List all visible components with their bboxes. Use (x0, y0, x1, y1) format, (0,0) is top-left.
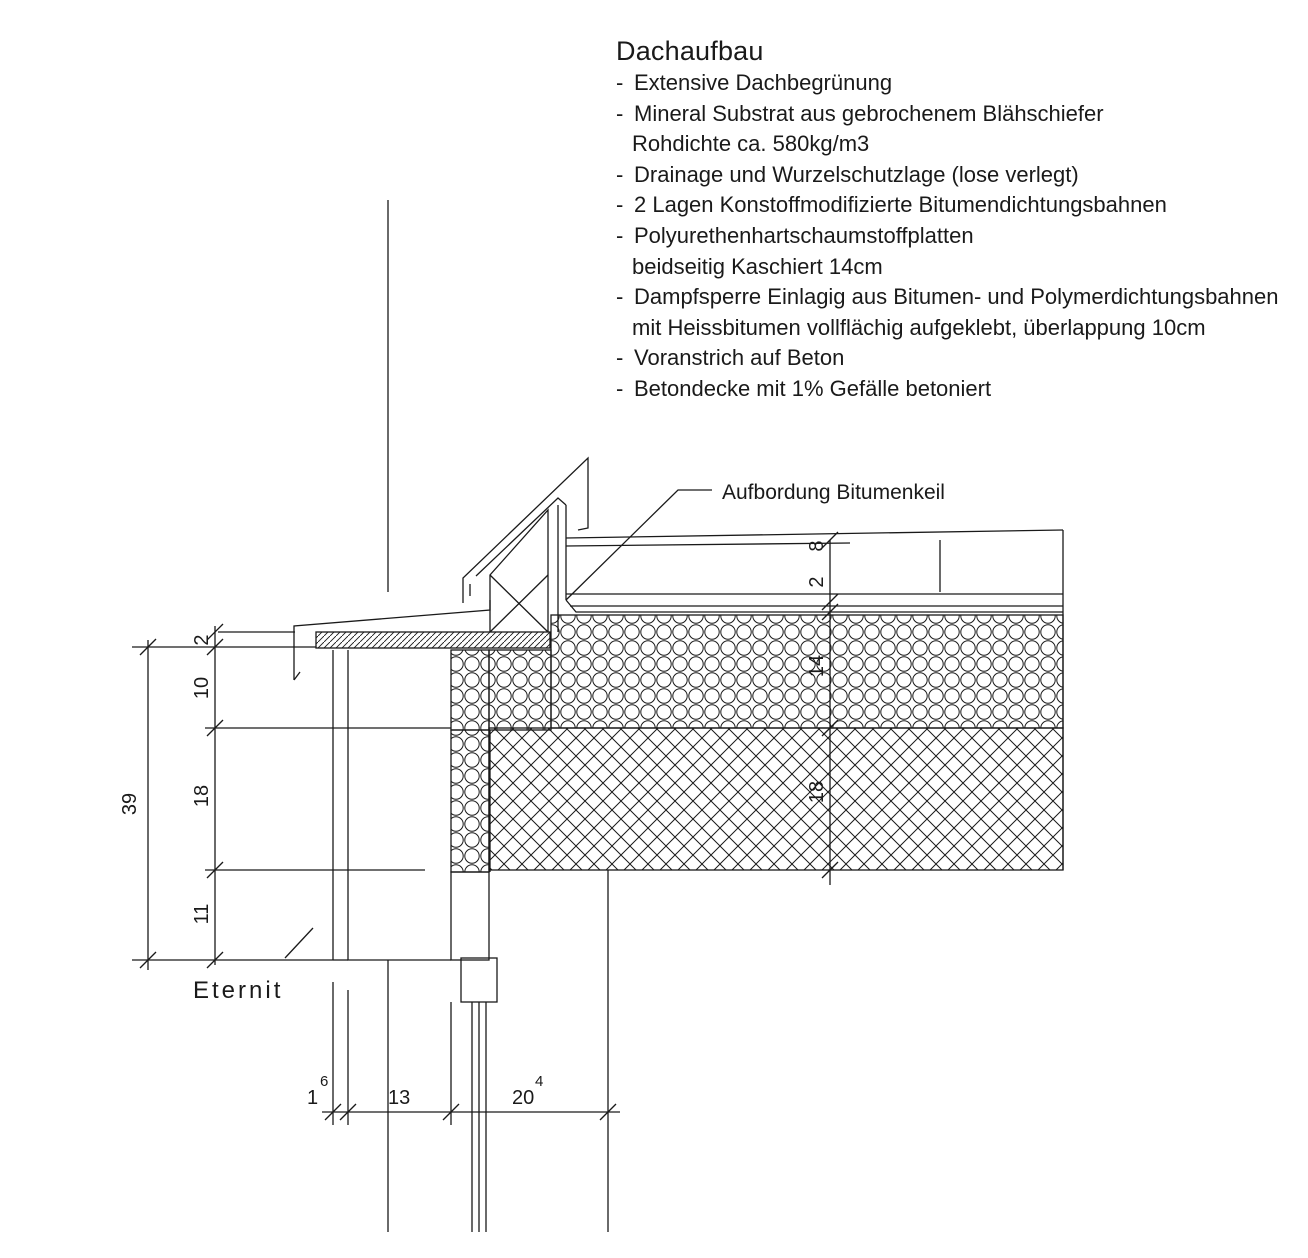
aufbordung-label: Aufbordung Bitumenkeil (722, 481, 945, 504)
dim-left-18: 18 (191, 785, 213, 807)
dim-bottom-20-sup: 4 (535, 1073, 543, 1090)
legend-title: Dachaufbau (616, 36, 764, 66)
legend-item: -Voranstrich auf Beton (616, 345, 845, 371)
insulation-left-lower (450, 729, 490, 873)
legend-item-continuation: mit Heissbitumen vollflächig aufgeklebt,… (632, 314, 1206, 340)
window-frame (450, 871, 490, 961)
legend-item: -2 Lagen Konstoffmodifizierte Bitumendic… (616, 192, 1167, 218)
eternit-cap-board (315, 631, 551, 649)
concrete-slab (488, 727, 1064, 871)
dim-bottom-1: 1 (307, 1087, 318, 1109)
window-head (460, 957, 498, 1003)
dim-right-2: 2 (806, 576, 828, 587)
legend-item: -Polyurethenhartschaumstoffplatten (616, 222, 974, 248)
legend-item-continuation: Rohdichte ca. 580kg/m3 (632, 131, 870, 157)
legend-item: -Extensive Dachbegrünung (616, 70, 893, 95)
insulation-main (550, 614, 1064, 729)
dim-bottom-13: 13 (388, 1087, 410, 1109)
legend-item: -Drainage und Wurzelschutzlage (lose ver… (616, 161, 1079, 187)
dim-bottom-20: 20 (512, 1087, 534, 1109)
eternit-label: Eternit (193, 977, 283, 1004)
legend-item-continuation: beidseitig Kaschiert 14cm (632, 253, 883, 279)
legend-item: -Dampfsperre Einlagig aus Bitumen- und P… (616, 284, 1279, 310)
legend-item: -Mineral Substrat aus gebrochenem Blähsc… (616, 100, 1104, 126)
dim-left-2: 2 (191, 634, 213, 645)
insulation-left-upper (450, 649, 490, 731)
dim-bottom-1-sup: 6 (320, 1073, 328, 1090)
dim-left-11: 11 (191, 904, 213, 925)
dim-total-39: 39 (119, 793, 141, 815)
dim-right-8: 8 (806, 540, 828, 551)
dim-right-14: 14 (806, 655, 828, 677)
roof-build-up-legend: Dachaufbau -Extensive Dachbegrünung -Min… (616, 34, 1296, 405)
dim-left-10: 10 (191, 677, 213, 699)
legend-item: -Betondecke mit 1% Gefälle betoniert (616, 375, 992, 401)
dim-right-18: 18 (806, 781, 828, 803)
insulation-under-cap (488, 649, 552, 731)
